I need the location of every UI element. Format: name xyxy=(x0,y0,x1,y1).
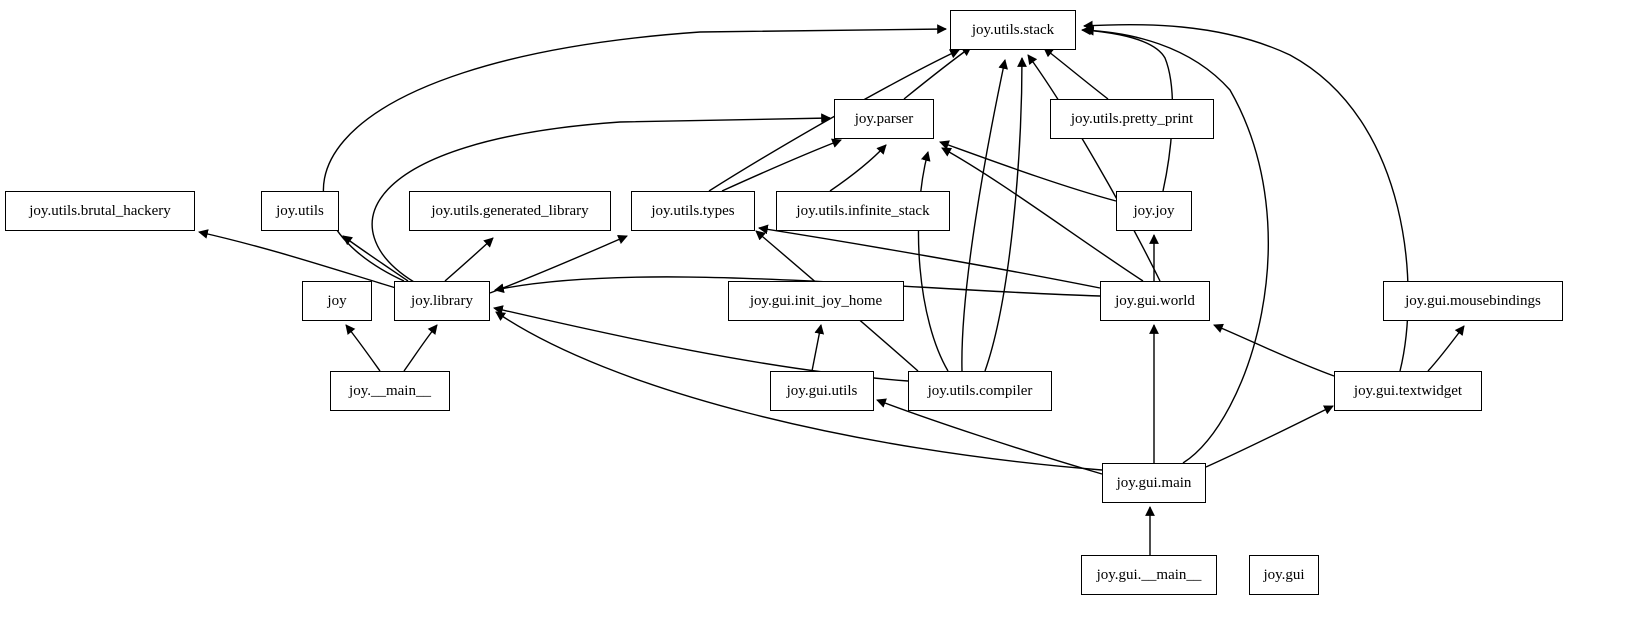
node-label: joy.parser xyxy=(854,110,914,127)
node-joy-utils-brutal-hackery[interactable]: joy.utils.brutal_hackery xyxy=(5,191,195,231)
node-joy-joy[interactable]: joy.joy xyxy=(1116,191,1192,231)
node-joy-utils-types[interactable]: joy.utils.types xyxy=(631,191,755,231)
node-label: joy.__main__ xyxy=(349,382,431,399)
node-label: joy.joy xyxy=(1133,202,1175,219)
node-joy-utils-infinite-stack[interactable]: joy.utils.infinite_stack xyxy=(776,191,950,231)
node-label: joy xyxy=(327,292,347,309)
node-label: joy.gui.utils xyxy=(786,382,858,399)
node-joy-library[interactable]: joy.library xyxy=(394,281,490,321)
node-joy-utils-compiler[interactable]: joy.utils.compiler xyxy=(908,371,1052,411)
node-label: joy.gui.mousebindings xyxy=(1405,292,1541,309)
node-joy-parser[interactable]: joy.parser xyxy=(834,99,934,139)
node-joy-utils[interactable]: joy.utils xyxy=(261,191,339,231)
node-label: joy.utils.stack xyxy=(971,21,1055,38)
node-joy-gui-world[interactable]: joy.gui.world xyxy=(1100,281,1210,321)
node-joy-gui-main[interactable]: joy.gui.main xyxy=(1102,463,1206,503)
node-label: joy.gui.__main__ xyxy=(1096,566,1202,583)
node-label: joy.gui xyxy=(1263,566,1305,583)
node-joy-gui[interactable]: joy.gui xyxy=(1249,555,1319,595)
node-label: joy.utils.brutal_hackery xyxy=(29,202,171,219)
node-joy-utils-generated-library[interactable]: joy.utils.generated_library xyxy=(409,191,611,231)
node-joy-utils-stack[interactable]: joy.utils.stack xyxy=(950,10,1076,50)
node-joy[interactable]: joy xyxy=(302,281,372,321)
node-label: joy.gui.init_joy_home xyxy=(749,292,883,309)
node-joy-gui-utils[interactable]: joy.gui.utils xyxy=(770,371,874,411)
node-joy-utils-pretty-print[interactable]: joy.utils.pretty_print xyxy=(1050,99,1214,139)
node-label: joy.utils xyxy=(276,202,324,219)
node-joy-dunder-main[interactable]: joy.__main__ xyxy=(330,371,450,411)
node-joy-gui-init-joy-home[interactable]: joy.gui.init_joy_home xyxy=(728,281,904,321)
node-joy-gui-textwidget[interactable]: joy.gui.textwidget xyxy=(1334,371,1482,411)
node-joy-gui-dunder-main[interactable]: joy.gui.__main__ xyxy=(1081,555,1217,595)
node-label: joy.utils.generated_library xyxy=(431,202,589,219)
node-label: joy.gui.world xyxy=(1115,292,1195,309)
node-label: joy.library xyxy=(411,292,473,309)
node-label: joy.gui.textwidget xyxy=(1353,382,1463,399)
node-label: joy.utils.infinite_stack xyxy=(796,202,930,219)
node-label: joy.gui.main xyxy=(1116,474,1192,491)
node-joy-gui-mousebindings[interactable]: joy.gui.mousebindings xyxy=(1383,281,1563,321)
node-label: joy.utils.compiler xyxy=(927,382,1033,399)
node-label: joy.utils.types xyxy=(651,202,735,219)
node-label: joy.utils.pretty_print xyxy=(1070,110,1194,127)
